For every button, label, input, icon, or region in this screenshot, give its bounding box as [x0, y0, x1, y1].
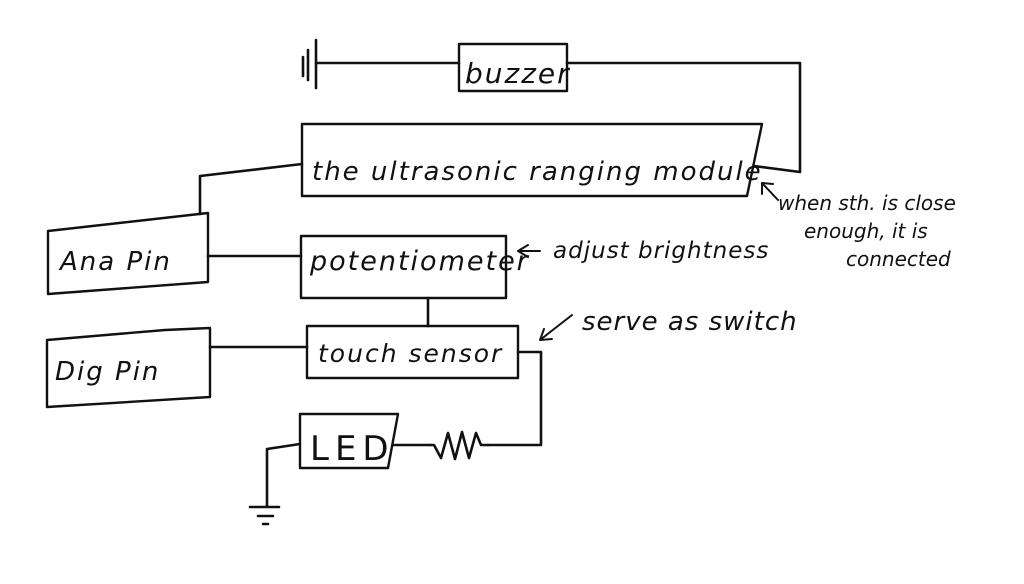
ana-pin-label: Ana Pin	[58, 247, 172, 277]
ana-pin-component: Ana Pin	[46, 211, 210, 296]
ultrasonic-module-label: the ultrasonic ranging module	[312, 157, 763, 187]
touch-note-arrow-icon	[539, 314, 573, 341]
potentiometer-component: potentiometer	[299, 234, 530, 300]
battery-icon	[301, 38, 318, 90]
wire-touch-resistor	[486, 350, 543, 447]
ultrasonic-note: when sth. is close enough, it is connect…	[778, 191, 956, 271]
touch-sensor-component: touch sensor	[305, 324, 520, 380]
led-label: LED	[310, 429, 395, 469]
wire-ultrasonic-anapin	[198, 162, 304, 216]
ultrasonic-note-arrow-icon	[761, 182, 779, 201]
potentiometer-note-arrow-icon	[517, 244, 541, 258]
wire-buzzer-ultrasonic	[565, 61, 802, 174]
ground-icon	[248, 505, 281, 526]
ultrasonic-note-line-3: connected	[846, 247, 951, 271]
ultrasonic-note-line-2: enough, it is	[804, 219, 928, 243]
potentiometer-note: adjust brightness	[553, 238, 769, 264]
led-component: LED	[298, 412, 400, 470]
ultrasonic-note-line-1: when sth. is close	[778, 191, 956, 215]
buzzer-label: buzzer	[465, 57, 571, 90]
potentiometer-label: potentiometer	[309, 246, 530, 277]
wire-led-ground	[265, 442, 302, 508]
resistor-icon	[428, 430, 490, 461]
dig-pin-label: Dig Pin	[55, 357, 160, 387]
touch-note: serve as switch	[582, 307, 798, 337]
ultrasonic-module-component: the ultrasonic ranging module	[300, 122, 764, 198]
dig-pin-component: Dig Pin	[45, 326, 212, 409]
buzzer-component: buzzer	[457, 42, 571, 93]
touch-sensor-label: touch sensor	[318, 339, 503, 368]
